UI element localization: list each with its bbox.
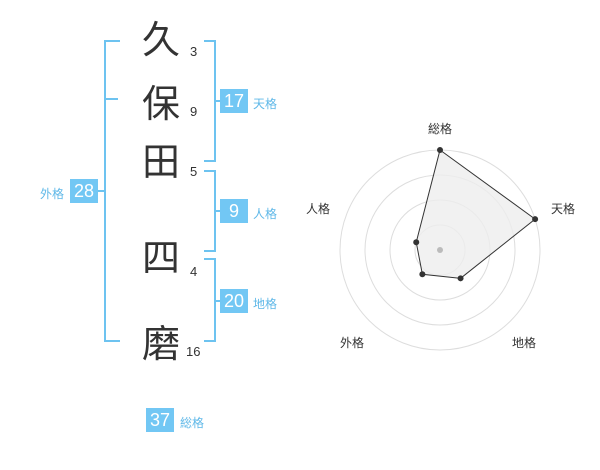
jinkaku-label: 人格 bbox=[253, 207, 278, 221]
gaikaku-bracket bbox=[104, 40, 120, 342]
radar-point-3 bbox=[419, 271, 426, 278]
radar-axis-label-gaikaku: 外格 bbox=[339, 336, 364, 350]
tenkaku-value: 17 bbox=[220, 89, 248, 113]
stroke-count-2: 9 bbox=[190, 104, 198, 119]
stroke-count-3: 5 bbox=[190, 164, 198, 179]
radar-point-1 bbox=[532, 216, 539, 223]
name-char-5: 磨 bbox=[141, 322, 180, 366]
name-char-4: 四 bbox=[141, 236, 180, 280]
stroke-count-5: 16 bbox=[186, 344, 201, 359]
stroke-count-1: 3 bbox=[190, 44, 198, 59]
soukaku-value: 37 bbox=[146, 408, 174, 432]
name-char-3: 田 bbox=[141, 140, 180, 184]
radar-point-4 bbox=[413, 239, 420, 246]
jinkaku-value: 9 bbox=[220, 199, 248, 223]
chikaku-bracket-tick bbox=[214, 300, 220, 302]
jinkaku-bracket-tick bbox=[214, 210, 220, 212]
soukaku-label: 総格 bbox=[180, 416, 205, 430]
name-char-2: 保 bbox=[141, 82, 180, 126]
name-char-1: 久 bbox=[141, 18, 180, 62]
radar-axis-label-jinkaku: 人格 bbox=[305, 202, 330, 216]
radar-point-0 bbox=[437, 147, 443, 153]
radar-point-2 bbox=[457, 275, 464, 282]
radar-axis-label-soukaku: 総格 bbox=[427, 122, 452, 136]
radar-axis-label-tenkaku: 天格 bbox=[550, 202, 575, 216]
chikaku-value: 20 bbox=[220, 289, 248, 313]
gaikaku-bracket-divider bbox=[104, 98, 118, 100]
chikaku-label: 地格 bbox=[253, 297, 278, 311]
gaikaku-value: 28 bbox=[70, 179, 98, 203]
radar-axis-label-chikaku: 地格 bbox=[511, 336, 536, 350]
radar-center-point bbox=[437, 247, 443, 253]
gaikaku-label: 外格 bbox=[40, 187, 65, 201]
tenkaku-bracket-tick bbox=[214, 100, 220, 102]
radar-data-area bbox=[415, 149, 536, 279]
tenkaku-label: 天格 bbox=[253, 97, 278, 111]
stroke-count-4: 4 bbox=[190, 264, 198, 279]
gaikaku-bracket-tick bbox=[98, 190, 104, 192]
